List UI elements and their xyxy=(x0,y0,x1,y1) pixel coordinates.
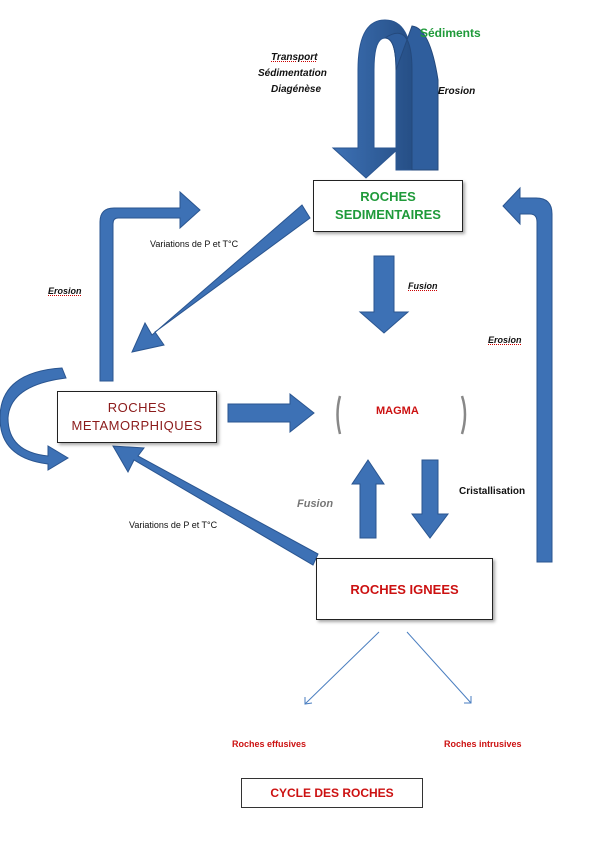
magma-bracket-right xyxy=(460,395,467,435)
label-variations-bottom: Variations de P et T°C xyxy=(129,520,218,530)
label-fusion-ign: Fusion xyxy=(297,498,334,510)
label-erosion-left: Erosion xyxy=(48,286,82,296)
metamorphism-diagonal-arrow xyxy=(131,204,311,353)
diagram-title: CYCLE DES ROCHES xyxy=(241,778,423,808)
magma-bracket-left xyxy=(336,395,342,435)
erosion-left-arrow xyxy=(99,190,201,382)
label-sediments: Sédiments xyxy=(420,26,481,40)
ignees-to-meta-arrow xyxy=(112,445,319,566)
node-roches-intrusives: Roches intrusives xyxy=(444,739,522,749)
node-roches-metamorphiques: ROCHES METAMORPHIQUES xyxy=(57,391,217,443)
label-sedimentation: Sédimentation xyxy=(258,68,327,79)
node-roches-sedimentaires: ROCHES SEDIMENTAIRES xyxy=(313,180,463,232)
node-ignees-label: ROCHES IGNEES xyxy=(350,581,459,597)
ignees-to-effusives-line xyxy=(304,631,380,705)
label-fusion-sed: Fusion xyxy=(408,281,438,291)
ignees-to-intrusives-line xyxy=(406,631,472,704)
node-sedimentaires-line1: ROCHES xyxy=(360,189,416,204)
meta-to-magma-arrow xyxy=(227,392,315,434)
label-diagenese: Diagénèse xyxy=(271,84,322,95)
erosion-right-arrow xyxy=(502,186,553,563)
node-metamorphiques-line1: ROCHES xyxy=(107,400,167,415)
label-variations-top: Variations de P et T°C xyxy=(150,239,239,249)
node-sedimentaires-line2: SEDIMENTAIRES xyxy=(335,207,441,222)
label-erosion-right: Erosion xyxy=(488,335,522,345)
diagram-title-text: CYCLE DES ROCHES xyxy=(270,786,394,800)
node-roches-ignees: ROCHES IGNEES xyxy=(316,558,493,620)
fusion-up-arrow xyxy=(351,459,385,539)
meta-loop-arrow xyxy=(0,367,69,471)
node-magma: MAGMA xyxy=(376,405,419,417)
fusion-down-arrow xyxy=(358,255,410,334)
label-cristallisation: Cristallisation xyxy=(459,486,526,497)
label-erosion-top: Erosion xyxy=(438,86,476,97)
sediment-loop-arrow xyxy=(331,19,439,179)
cristallisation-down-arrow xyxy=(411,459,449,539)
label-transport: Transport xyxy=(271,52,318,63)
node-metamorphiques-line2: METAMORPHIQUES xyxy=(71,418,203,433)
node-roches-effusives: Roches effusives xyxy=(232,739,307,749)
